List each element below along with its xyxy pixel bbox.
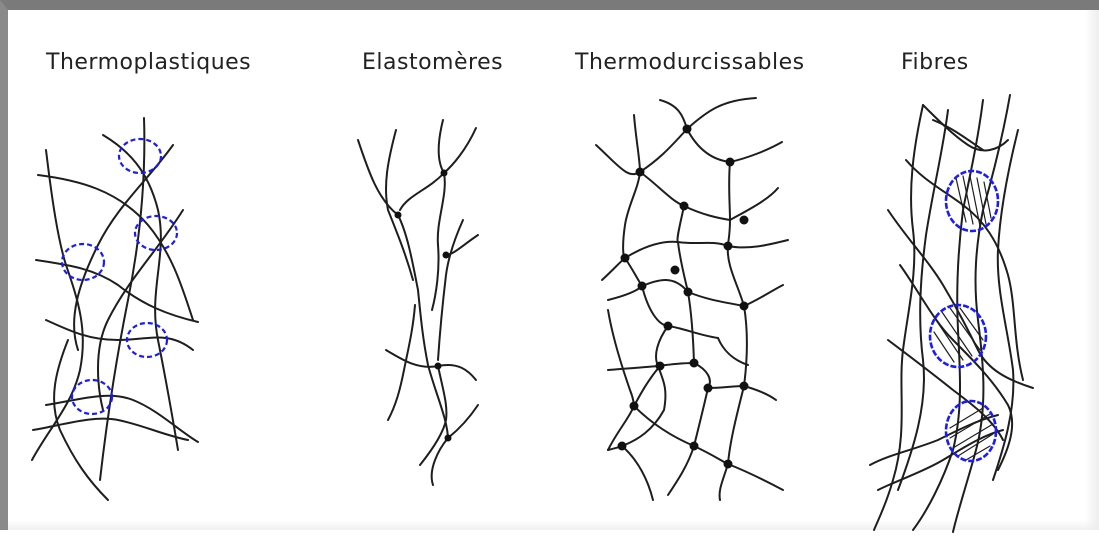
crosslink-node	[740, 382, 749, 391]
chain	[386, 130, 413, 280]
crosslink-node	[441, 170, 448, 177]
crosslink-node	[636, 168, 645, 177]
chain	[640, 172, 778, 220]
crosslink-node	[443, 252, 450, 259]
crosslink-node	[724, 242, 733, 251]
crosslink-node	[684, 288, 693, 297]
chain	[602, 240, 788, 280]
panel-elastomeres	[358, 120, 478, 485]
chain	[98, 210, 183, 410]
chain	[623, 115, 640, 258]
crosslink-node	[630, 402, 639, 411]
panel-fibres	[870, 95, 1033, 532]
crosslink-node	[683, 125, 692, 134]
chain	[432, 120, 445, 310]
crosslink-node	[690, 359, 699, 368]
chain	[728, 162, 744, 306]
crosslink-node	[664, 322, 673, 331]
chain	[660, 100, 782, 162]
chain	[625, 258, 783, 306]
crosslink-node	[740, 302, 749, 311]
chain	[668, 388, 708, 495]
crystalline-zone	[946, 401, 996, 461]
chain	[608, 310, 634, 406]
crosslink-node	[445, 435, 452, 442]
chain	[923, 105, 1008, 150]
crosslink-node	[435, 363, 442, 370]
crosslink-node	[690, 442, 699, 451]
panel-thermoplastiques	[32, 118, 198, 500]
crosslink-node	[618, 442, 627, 451]
crosslink-node	[656, 362, 665, 371]
chain	[933, 120, 983, 150]
crosslink-node	[621, 254, 630, 263]
chain	[358, 140, 448, 440]
crosslink-node	[724, 460, 733, 469]
crosslink-node	[704, 384, 713, 393]
crosslink-node	[680, 202, 689, 211]
chain	[432, 405, 478, 485]
panel-thermodurcissables	[596, 98, 788, 500]
chain	[400, 128, 476, 210]
chain	[634, 406, 783, 490]
crosslink-node	[740, 216, 749, 225]
chain	[953, 95, 1010, 532]
crystalline-zone	[135, 216, 177, 250]
crosslink-node	[726, 158, 735, 167]
chain	[608, 446, 653, 500]
chain	[608, 286, 718, 338]
crosslink-node	[638, 282, 647, 291]
crosslink-node	[671, 266, 680, 275]
crosslink-node	[395, 212, 402, 219]
chain	[438, 220, 463, 360]
chain	[718, 338, 748, 365]
polymer-structure-diagram	[8, 10, 1099, 540]
